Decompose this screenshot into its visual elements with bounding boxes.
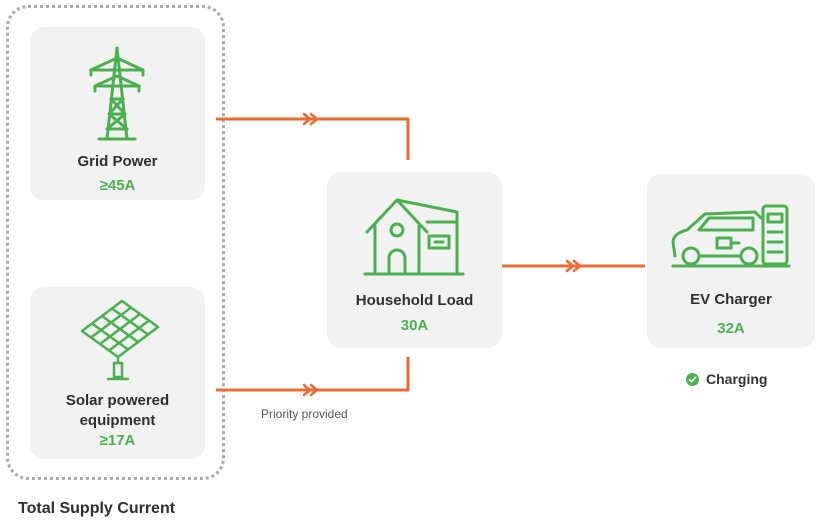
solar-equipment-card: Solar powered equipment ≥17A	[30, 287, 205, 459]
double-chevron-icon	[565, 259, 582, 273]
total-supply-label: Total Supply Current	[18, 500, 176, 517]
card-title: Household Load	[355, 292, 474, 309]
card-title: EV Charger	[690, 291, 772, 308]
transmission-tower-icon	[89, 46, 145, 141]
double-chevron-icon	[302, 383, 319, 397]
solar-panel-icon	[80, 299, 160, 381]
household-load-card: Household Load 30A	[327, 172, 502, 348]
ev-charger-card: EV Charger 32A	[647, 174, 815, 348]
house-icon	[363, 198, 465, 276]
grid-power-card: Grid Power ≥45A	[30, 27, 205, 200]
grid-to-household-line	[216, 117, 410, 160]
solar-to-household-line	[216, 357, 410, 392]
card-title: Grid Power	[77, 153, 158, 170]
status-label: Charging	[706, 371, 768, 387]
ev-car-charger-icon	[671, 204, 791, 268]
charging-status: Charging	[686, 371, 767, 387]
card-title: equipment	[79, 412, 156, 429]
check-circle-icon	[686, 372, 699, 386]
card-value: 32A	[717, 320, 745, 337]
double-chevron-icon	[302, 112, 319, 126]
card-value: 30A	[400, 317, 429, 334]
card-value: ≥17A	[99, 432, 136, 449]
card-title: Solar powered	[65, 392, 170, 409]
card-value: ≥45A	[99, 177, 136, 194]
priority-caption: Priority provided	[261, 407, 348, 421]
supply-sources-group	[6, 5, 225, 480]
